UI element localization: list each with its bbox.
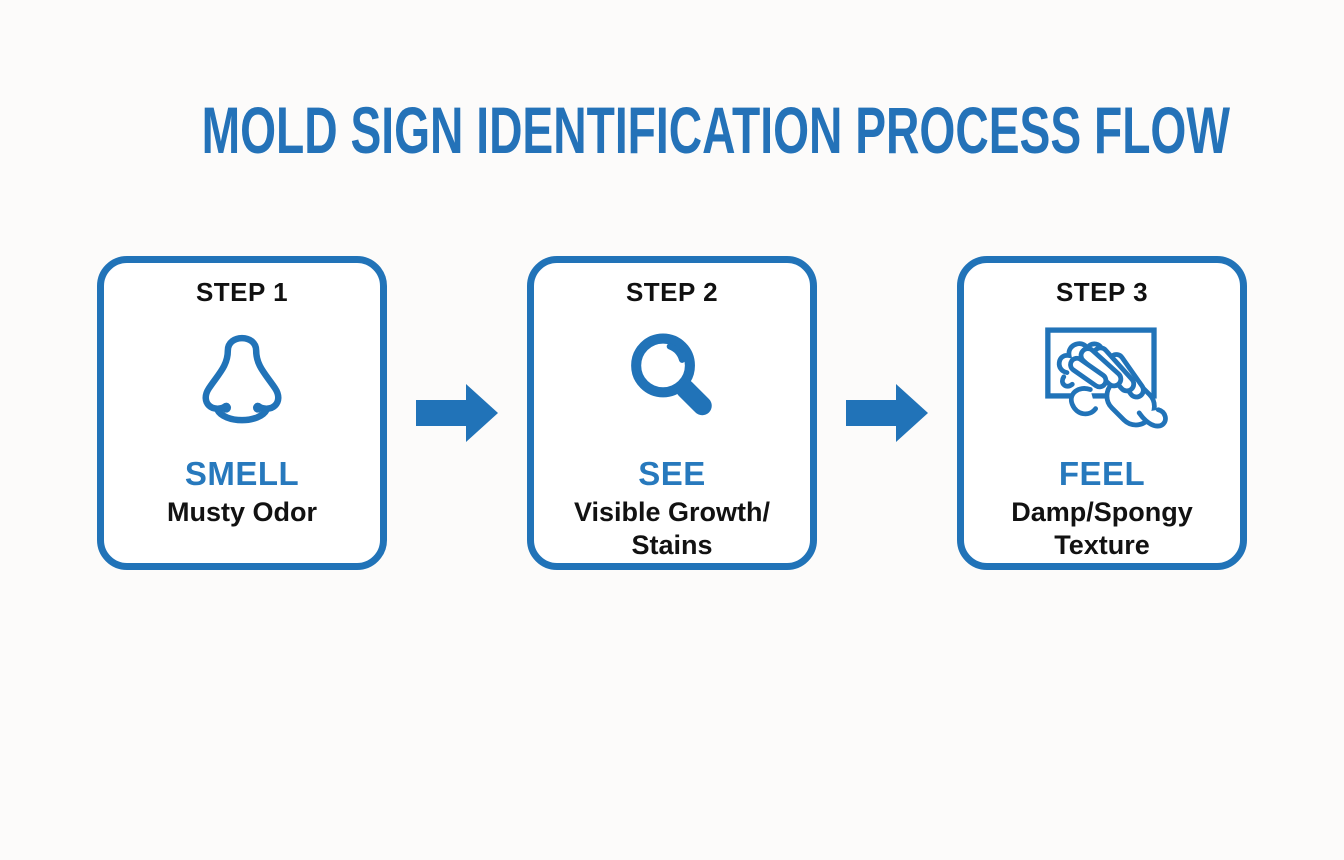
step-number-label: STEP 3	[1055, 277, 1149, 307]
flow-connector	[817, 256, 957, 570]
sense-label: SMELL	[184, 455, 300, 492]
step-card-see: STEP 2 SEE Visible Growth/ Stains	[527, 256, 817, 570]
step-icon-area	[1033, 308, 1171, 456]
step-number-label: STEP 2	[625, 277, 719, 307]
step-number-label: STEP 1	[195, 277, 289, 307]
arrow-right-icon	[416, 382, 498, 444]
step-icon-area	[183, 308, 301, 456]
nose-icon	[183, 321, 301, 444]
flow-connector	[387, 256, 527, 570]
mold-process-flow-diagram: MOLD SIGN IDENTIFICATION PROCESS FLOW ST…	[0, 92, 1344, 860]
sense-label: SEE	[638, 455, 706, 492]
sense-description: Visible Growth/ Stains	[573, 497, 771, 560]
step-icon-area	[616, 308, 728, 456]
page-title: MOLD SIGN IDENTIFICATION PROCESS FLOW	[201, 93, 1230, 167]
arrow-right-icon	[846, 382, 928, 444]
step-card-feel: STEP 3	[957, 256, 1247, 570]
sense-description: Damp/Spongy Texture	[1011, 497, 1193, 560]
magnifier-icon	[616, 324, 728, 441]
step-card-smell: STEP 1 SMELL Musty Odor	[97, 256, 387, 570]
sense-description: Musty Odor	[166, 497, 317, 528]
process-flow-row: STEP 1 SMELL Musty Odor	[0, 256, 1344, 570]
hand-touch-icon	[1033, 317, 1171, 448]
sense-label: FEEL	[1058, 455, 1146, 492]
